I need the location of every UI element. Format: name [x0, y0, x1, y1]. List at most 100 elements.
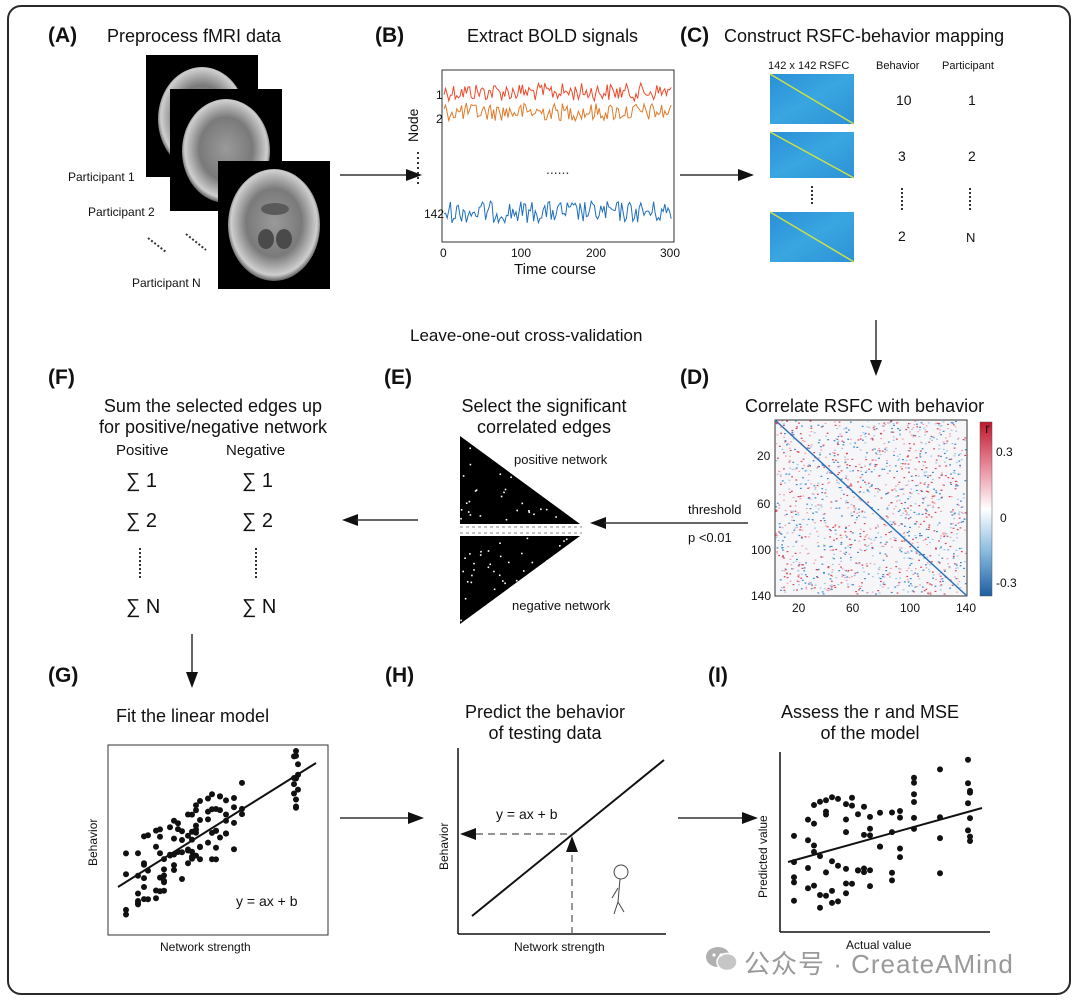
panel-h-title-2: of testing data	[488, 723, 602, 743]
corr-cell	[789, 580, 792, 582]
corr-cell	[907, 518, 910, 520]
corr-cell	[893, 454, 895, 456]
corr-cell	[816, 467, 818, 469]
corr-cell	[869, 462, 872, 464]
corr-cell	[817, 568, 820, 571]
corr-cell	[867, 573, 870, 575]
corr-cell	[907, 552, 910, 554]
corr-cell	[920, 490, 923, 492]
negative-edge	[515, 579, 518, 582]
corr-cell	[823, 582, 826, 585]
g-point	[189, 855, 195, 862]
corr-cell	[934, 511, 937, 513]
corr-cell	[913, 591, 915, 593]
corr-cell	[940, 535, 942, 537]
corr-cell	[905, 429, 908, 431]
corr-cell	[907, 455, 909, 457]
corr-cell	[862, 516, 865, 518]
corr-cell	[919, 453, 922, 455]
corr-cell	[929, 583, 931, 585]
positive-edge	[533, 513, 535, 516]
corr-cell	[823, 537, 826, 539]
corr-cell	[853, 496, 855, 498]
g-point	[185, 860, 191, 867]
corr-cell	[834, 586, 837, 589]
corr-cell	[779, 482, 782, 484]
corr-cell	[799, 523, 802, 525]
corr-cell	[917, 431, 920, 433]
corr-cell	[870, 485, 873, 487]
corr-cell	[830, 588, 833, 591]
corr-cell	[903, 531, 906, 533]
corr-cell	[823, 572, 825, 574]
corr-cell	[882, 583, 885, 585]
corr-cell	[958, 511, 961, 513]
corr-cell	[838, 472, 841, 474]
corr-cell	[894, 586, 897, 588]
g-point	[179, 828, 185, 835]
corr-cell	[872, 448, 875, 450]
corr-cell	[958, 454, 960, 456]
corr-cell	[866, 489, 869, 491]
corr-cell	[879, 475, 882, 477]
corr-cell	[889, 538, 892, 540]
corr-cell	[898, 582, 900, 584]
i-point	[889, 877, 895, 884]
corr-cell	[903, 508, 906, 510]
corr-cell	[834, 525, 836, 528]
corr-cell	[865, 459, 868, 461]
corr-cell	[952, 472, 955, 474]
corr-cell	[931, 495, 934, 497]
corr-cell	[892, 436, 895, 438]
negative-edge	[499, 542, 501, 544]
corr-cell	[899, 429, 901, 431]
corr-cell	[800, 442, 803, 444]
corr-cell	[885, 515, 888, 517]
panel-h-title-1: Predict the behavior	[464, 702, 626, 722]
corr-cell	[799, 487, 802, 489]
corr-cell	[841, 447, 844, 449]
corr-cell	[788, 461, 791, 463]
corr-cell	[903, 477, 906, 479]
positive-edge	[467, 511, 470, 513]
panel-g-letter: (G)	[48, 664, 79, 687]
corr-cell	[914, 503, 917, 505]
corr-cell	[959, 473, 961, 475]
corr-cell	[812, 577, 815, 579]
corr-cell	[924, 496, 927, 498]
corr-cell	[939, 575, 942, 577]
i-point	[817, 892, 823, 898]
corr-cell	[948, 567, 951, 569]
corr-cell	[878, 475, 880, 477]
corr-cell	[881, 586, 884, 588]
corr-cell	[796, 451, 799, 453]
corr-cell	[885, 493, 887, 495]
corr-cell	[864, 516, 867, 519]
corr-cell	[879, 517, 881, 519]
corr-cell	[801, 545, 804, 547]
corr-cell	[830, 587, 833, 590]
corr-cell	[926, 510, 928, 513]
corr-cell	[918, 559, 920, 561]
corr-cell	[915, 552, 918, 554]
corr-cell	[861, 582, 863, 584]
corr-cell	[808, 435, 811, 437]
corr-cell	[957, 504, 960, 506]
corr-cell	[910, 492, 913, 495]
corr-cell	[820, 520, 822, 522]
corr-cell	[913, 523, 916, 525]
corr-cell	[823, 588, 826, 590]
corr-cell	[907, 450, 910, 452]
corr-cell	[778, 493, 781, 496]
corr-cell	[879, 453, 882, 456]
corr-cell	[875, 536, 878, 539]
corr-cell	[779, 474, 782, 476]
corr-cell	[895, 485, 897, 487]
corr-cell	[815, 569, 818, 571]
corr-cell	[782, 555, 784, 557]
panel-i-title-2: of the model	[820, 723, 920, 743]
g-point	[197, 856, 203, 863]
bold-trace-2	[443, 102, 672, 123]
corr-cell	[804, 470, 807, 472]
corr-cell	[896, 500, 898, 502]
